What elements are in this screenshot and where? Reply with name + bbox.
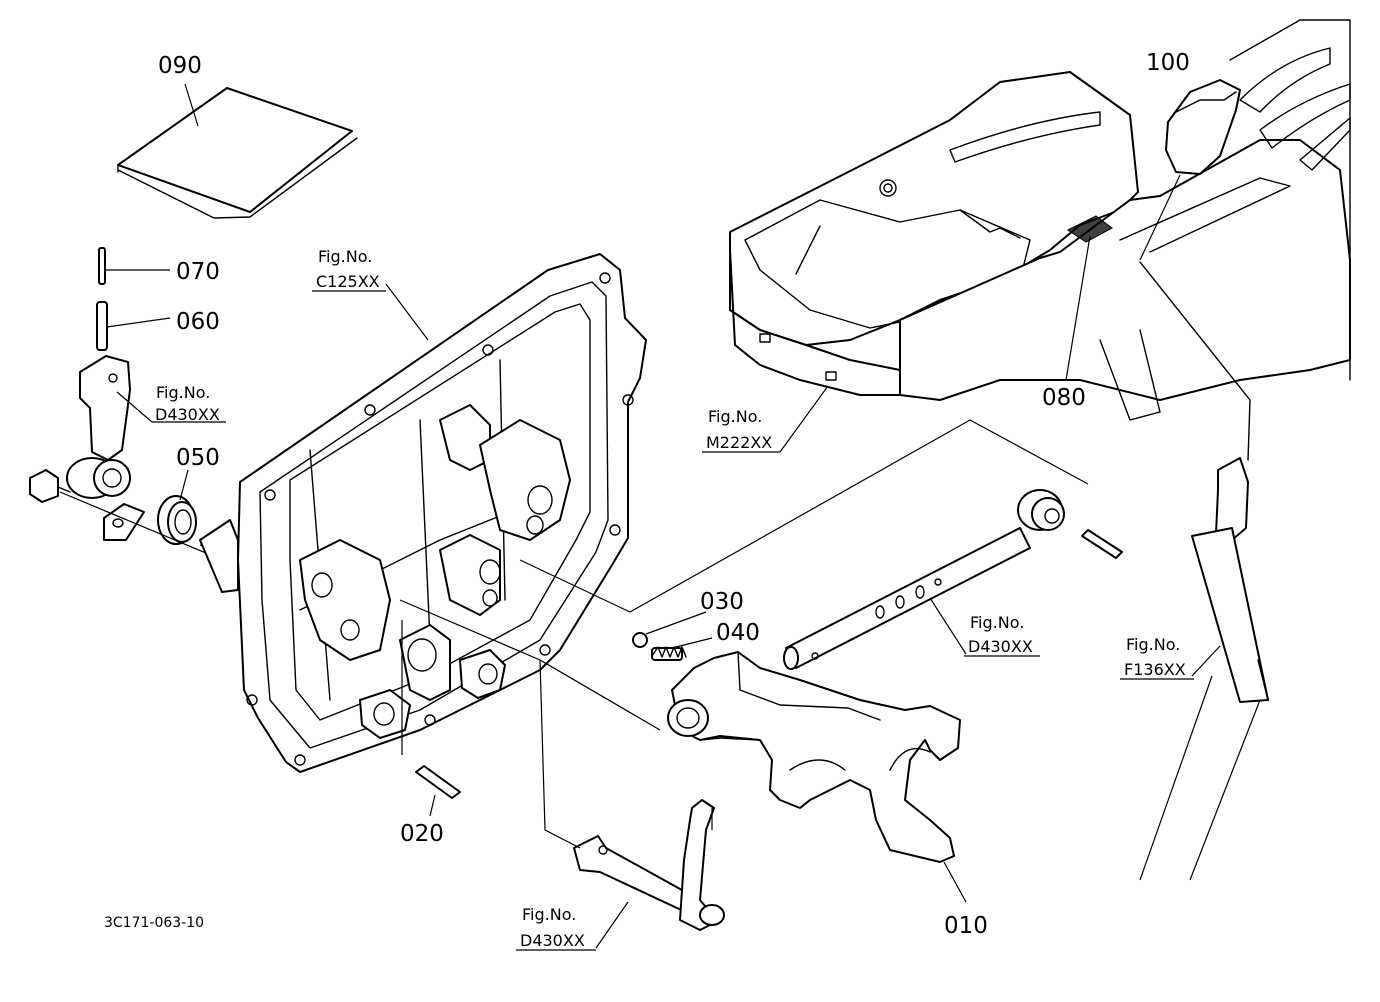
callout-030: 030 <box>700 589 744 615</box>
callout-100: 100 <box>1146 50 1190 76</box>
fig-ref-label: Fig.No. <box>970 613 1024 632</box>
fig-ref-d430-upper: Fig.No. D430XX <box>155 383 220 424</box>
shift-lever-rod <box>1139 261 1269 881</box>
part-010-shift-fork <box>667 651 967 903</box>
fig-ref-f136: Fig.No. F136XX <box>1120 635 1194 680</box>
fig-ref-number: C125XX <box>316 272 380 291</box>
part-050-oil-seal <box>157 469 197 545</box>
fig-ref-label: Fig.No. <box>1126 635 1180 654</box>
shift-rod <box>783 489 1123 670</box>
shift-lever-upper <box>66 355 226 499</box>
callout-090: 090 <box>158 53 202 79</box>
fig-ref-m222: Fig.No. M222XX <box>702 407 780 453</box>
callout-020: 020 <box>400 821 444 847</box>
document-id: 3C171-063-10 <box>104 915 204 931</box>
callout-050: 050 <box>176 445 220 471</box>
fender-step-frame <box>729 19 1351 453</box>
fig-ref-number: D430XX <box>155 405 220 424</box>
part-040-spring <box>651 637 713 661</box>
fig-ref-label: Fig.No. <box>156 383 210 402</box>
fig-ref-label: Fig.No. <box>708 407 762 426</box>
fig-ref-number: D430XX <box>968 637 1033 656</box>
callout-010: 010 <box>944 913 988 939</box>
fig-ref-number: F136XX <box>1124 660 1186 679</box>
fig-ref-d430-middle: Fig.No. D430XX <box>964 613 1040 657</box>
shift-lever-lower <box>573 799 725 949</box>
part-030-ball <box>632 611 707 648</box>
part-070-pin <box>98 247 170 285</box>
callout-060: 060 <box>176 309 220 335</box>
part-080-plate <box>1065 215 1113 381</box>
fig-ref-label: Fig.No. <box>522 905 576 924</box>
fig-ref-number: M222XX <box>706 433 772 452</box>
callout-040: 040 <box>716 620 760 646</box>
part-090-manual <box>117 83 358 219</box>
fig-ref-d430-lower: Fig.No. D430XX <box>516 905 596 951</box>
part-020-pin <box>401 620 461 817</box>
transmission-cover <box>199 253 647 773</box>
part-060-roll-pin <box>96 301 171 351</box>
fig-ref-label: Fig.No. <box>318 247 372 266</box>
callout-070: 070 <box>176 259 220 285</box>
callout-080: 080 <box>1042 385 1086 411</box>
part-100-knob <box>1139 79 1241 261</box>
fig-ref-number: D430XX <box>520 931 585 950</box>
fig-ref-c125: Fig.No. C125XX <box>312 247 386 292</box>
bolt-and-washer <box>29 469 145 541</box>
